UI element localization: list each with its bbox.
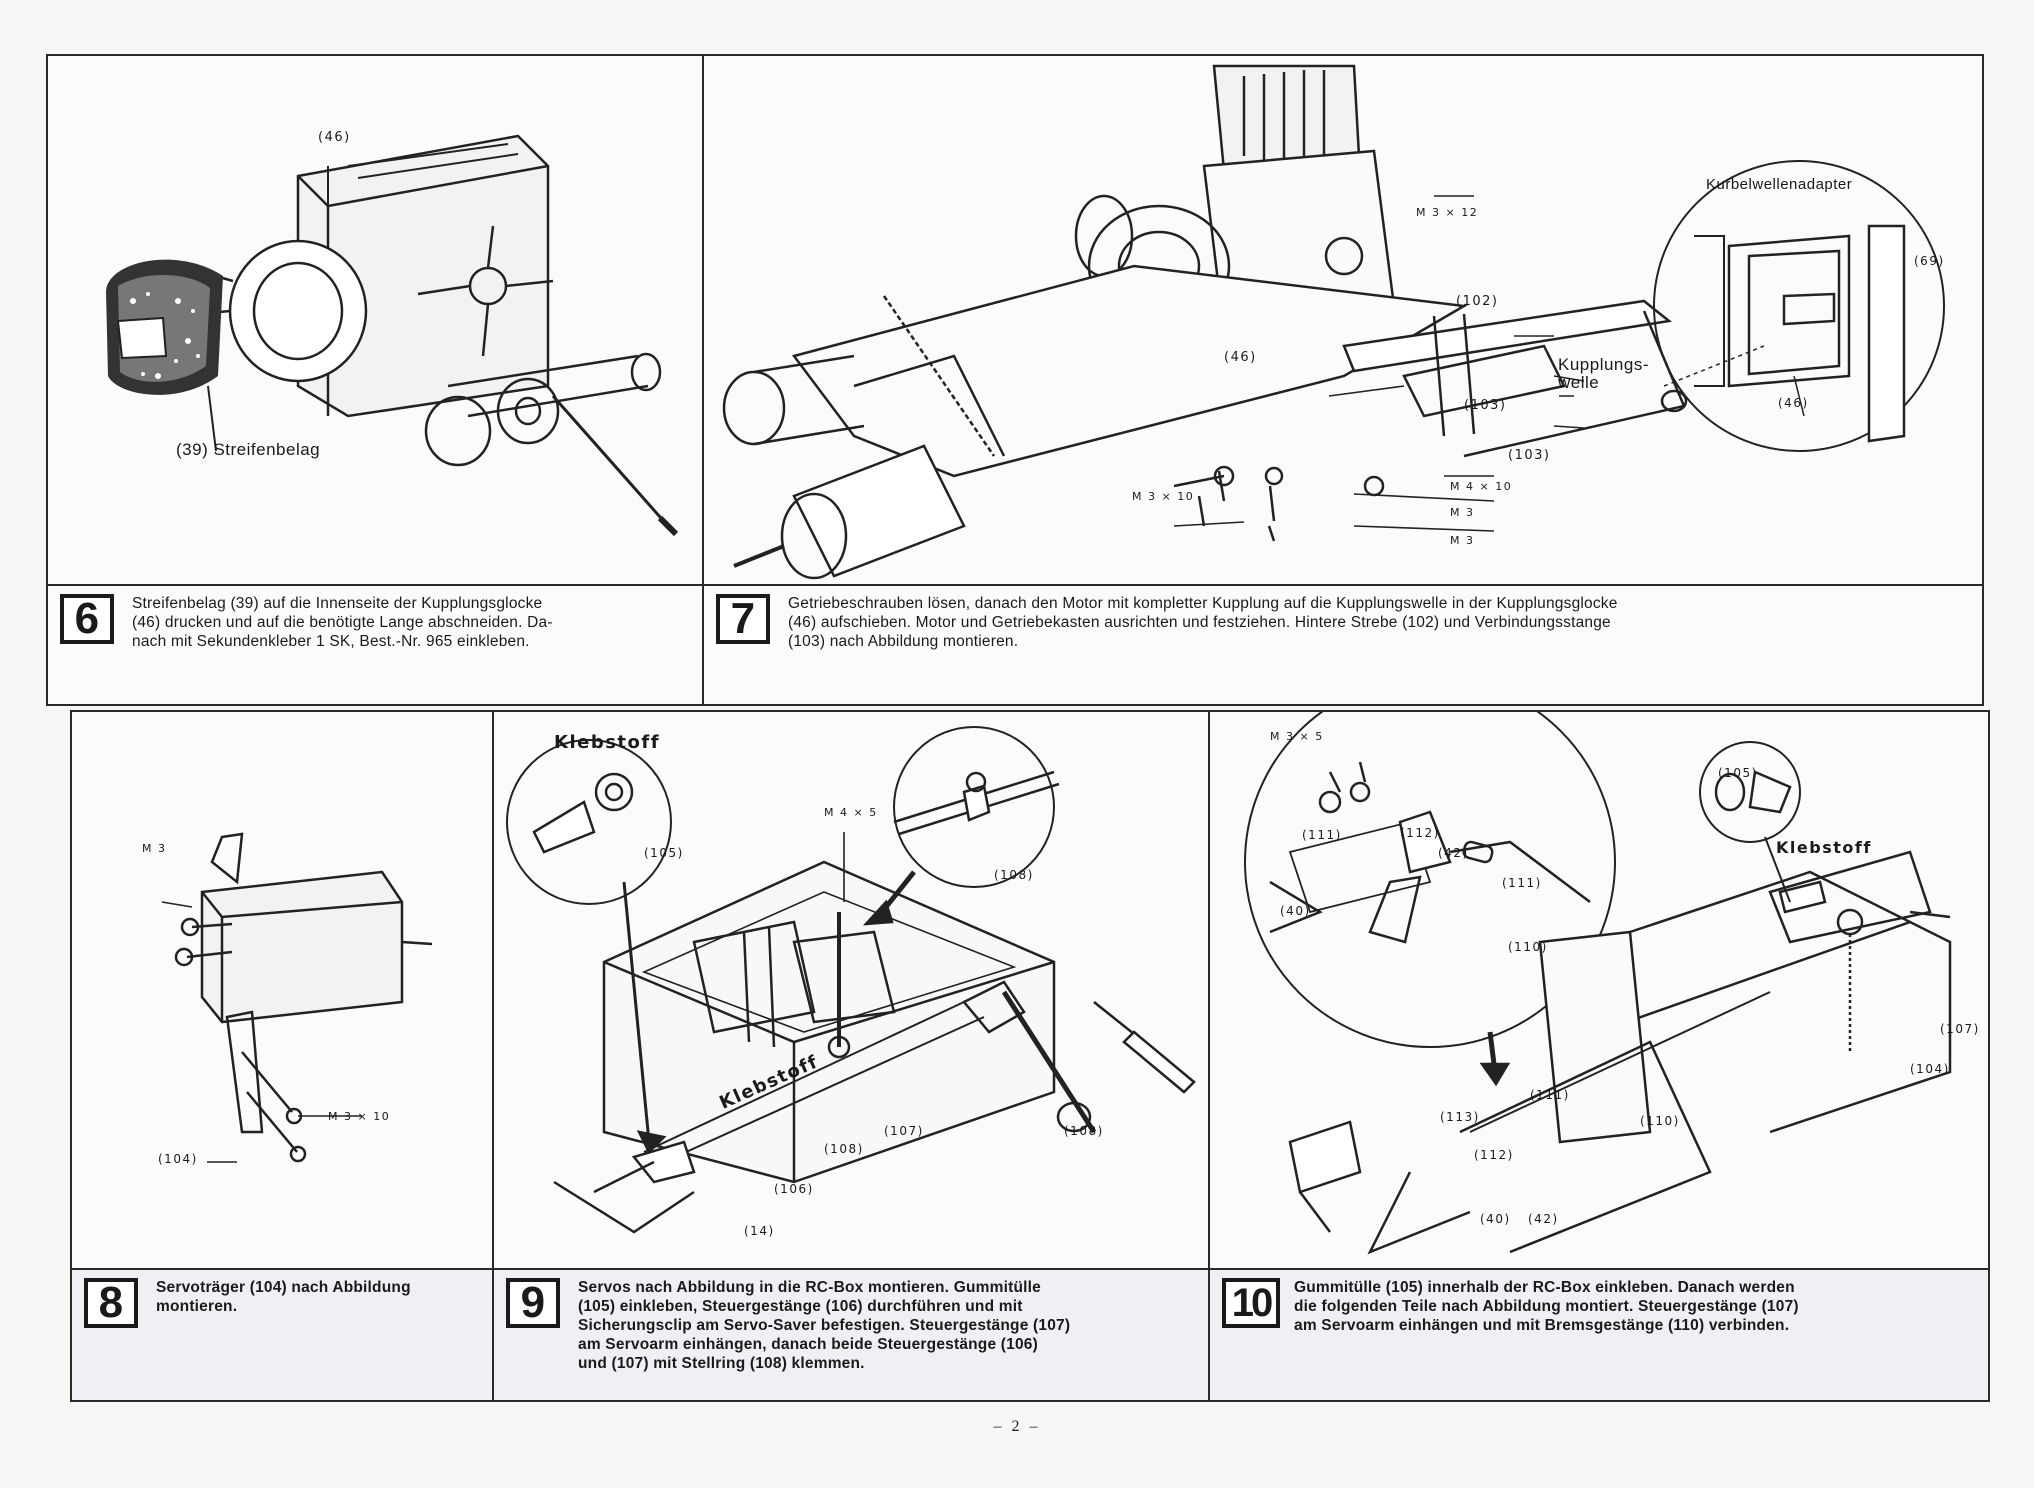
- step-7-number: 7: [716, 594, 770, 644]
- label-m4x10: M 4 × 10: [1450, 480, 1513, 493]
- label-m3-a: M 3: [1450, 506, 1475, 519]
- label-part-46-detail: (46): [1778, 396, 1809, 410]
- label-part-40-a: (40): [1280, 904, 1311, 918]
- step-10-caption: Gummitülle (105) innerhalb der RC-Box ei…: [1294, 1279, 1799, 1334]
- label-part-104: (104): [158, 1152, 198, 1166]
- label-part-111-c: (111): [1530, 1088, 1570, 1102]
- label-part-105: (105): [644, 846, 684, 860]
- label-part-46: (46): [318, 130, 351, 145]
- label-m3x12: M 3 × 12: [1416, 206, 1479, 219]
- row-top: (46) (39) Streifenbelag 6 Streifenbelag …: [46, 54, 1984, 706]
- label-part-69: (69): [1914, 254, 1945, 268]
- label-part-104: (104): [1910, 1062, 1950, 1076]
- label-part-108-c: (108): [1064, 1124, 1104, 1138]
- step-9-number: 9: [506, 1278, 560, 1328]
- label-part-108-b: (108): [824, 1142, 864, 1156]
- label-m3-b: M 3: [1450, 534, 1475, 547]
- step-6-caption: Streifenbelag (39) auf die Innenseite de…: [132, 595, 553, 650]
- label-m3: M 3: [142, 842, 167, 855]
- label-part-40-b: (40): [1480, 1212, 1511, 1226]
- label-part-42-b: (42): [1528, 1212, 1559, 1226]
- row-bottom: M 3 M 3 × 10 (104) 8 Servoträger (104) n…: [70, 710, 1990, 1402]
- step-10-illustration: [1244, 712, 1952, 1255]
- step-9-caption: Servos nach Abbildung in die RC-Box mont…: [578, 1279, 1071, 1372]
- page-number: – 2 –: [993, 1418, 1041, 1435]
- label-part-113: (113): [1440, 1110, 1480, 1124]
- label-part-102: (102): [1456, 294, 1499, 309]
- label-m4x5: M 4 × 5: [824, 806, 878, 819]
- label-kupplungswelle: Kupplungs- welle: [1558, 355, 1650, 392]
- label-m3x5: M 3 × 5: [1270, 730, 1324, 743]
- step-8-caption-box: 8 Servoträger (104) nach Abbildung monti…: [72, 1268, 492, 1400]
- step-7-panel: M 3 × 12 (102) (46) (103) (103) M 4 × 10…: [704, 56, 1982, 704]
- step-6-caption-box: 6 Streifenbelag (39) auf die Innenseite …: [48, 584, 702, 704]
- label-part-46-engine: (46): [1224, 350, 1257, 365]
- step-9-panel: Klebstoff Klebstoff M 4 × 5 (105) (108) …: [494, 712, 1210, 1400]
- label-part-107: (107): [1940, 1022, 1980, 1036]
- label-part-107: (107): [884, 1124, 924, 1138]
- label-part-112-a: (112): [1400, 826, 1440, 840]
- label-kurbelwellenadapter: Kurbelwellenadapter: [1706, 176, 1853, 193]
- label-part-103-a: (103): [1464, 398, 1507, 413]
- step-8-panel: M 3 M 3 × 10 (104) 8 Servoträger (104) n…: [72, 712, 494, 1400]
- label-part-110-a: (110): [1508, 940, 1548, 954]
- label-part-42-a: (42): [1438, 846, 1469, 860]
- label-part-106: (106): [774, 1182, 814, 1196]
- label-part-111-a: (111): [1302, 828, 1342, 842]
- step-10-number: 10: [1222, 1278, 1280, 1328]
- step-7-illustration: [722, 64, 1945, 580]
- label-part-111-b: (111): [1502, 876, 1542, 890]
- step-9-illustration: [506, 726, 1196, 1234]
- step-7-caption: Getriebeschrauben lösen, danach den Moto…: [788, 595, 1618, 650]
- step-6-illustration: [106, 134, 679, 537]
- step-9-caption-box: 9 Servos nach Abbildung in die RC-Box mo…: [494, 1268, 1208, 1400]
- label-klebstoff-top: Klebstoff: [554, 732, 661, 753]
- label-m3x10: M 3 × 10: [328, 1110, 391, 1123]
- step-8-illustration: [161, 832, 433, 1163]
- label-part-105: (105): [1718, 766, 1758, 780]
- label-part-39: (39) Streifenbelag: [176, 440, 321, 459]
- step-10-panel: M 3 × 5 (105) Klebstoff (111) (112) (42)…: [1210, 712, 1988, 1400]
- step-8-caption: Servoträger (104) nach Abbildung montier…: [156, 1279, 411, 1315]
- step-6-number: 6: [60, 594, 114, 644]
- step-10-caption-box: 10 Gummitülle (105) innerhalb der RC-Box…: [1210, 1268, 1988, 1400]
- label-part-14: (14): [744, 1224, 775, 1238]
- label-part-110-b: (110): [1640, 1114, 1680, 1128]
- label-part-103-b: (103): [1508, 448, 1551, 463]
- label-part-108-detail: (108): [994, 868, 1034, 882]
- label-klebstoff: Klebstoff: [1776, 838, 1872, 857]
- step-6-panel: (46) (39) Streifenbelag 6 Streifenbelag …: [48, 56, 704, 704]
- label-m3x10: M 3 × 10: [1132, 490, 1195, 503]
- label-part-112-b: (112): [1474, 1148, 1514, 1162]
- step-8-number: 8: [84, 1278, 138, 1328]
- step-7-caption-box: 7 Getriebeschrauben lösen, danach den Mo…: [704, 584, 1982, 704]
